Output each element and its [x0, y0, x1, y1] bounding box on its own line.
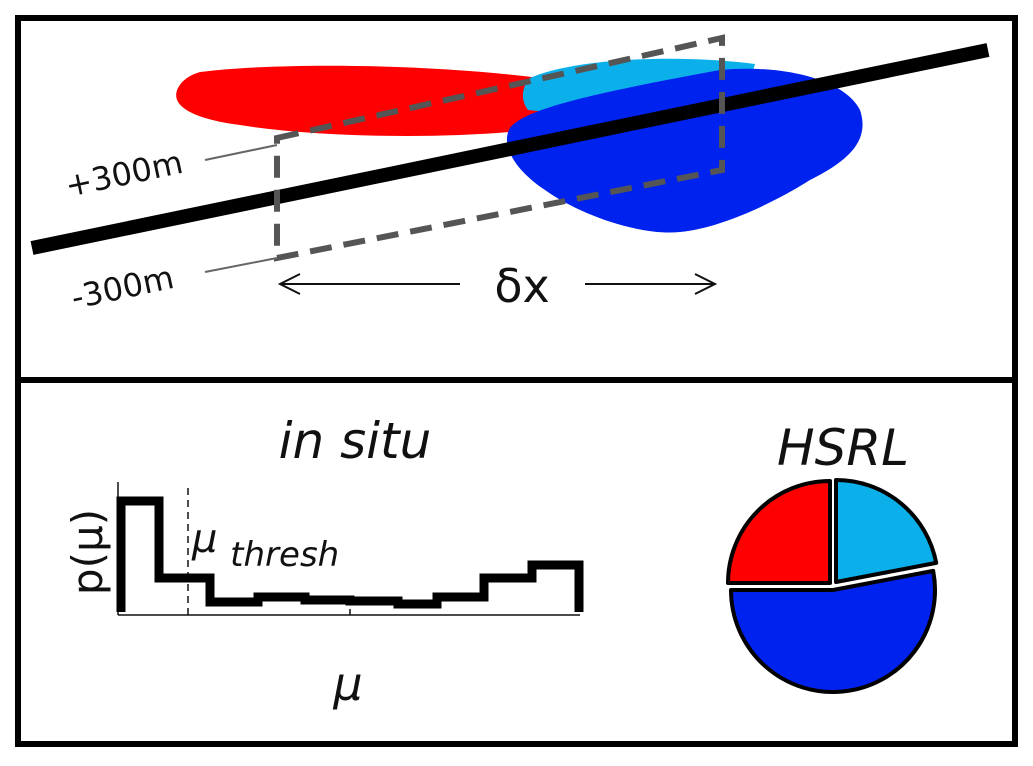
thick-diagonal-line	[30, 43, 990, 255]
top-panel: +300m -300m δx	[30, 34, 990, 317]
blue-region	[506, 68, 863, 233]
lower-leader-line	[204, 257, 278, 273]
threshold-subscript: thresh	[230, 535, 339, 575]
hsrl-title: HSRL	[777, 419, 909, 477]
in-situ-title: in situ	[279, 412, 432, 470]
pie-slice	[729, 568, 937, 694]
pie-slice	[834, 478, 939, 584]
hsrl-pie-chart	[726, 478, 939, 694]
histogram: p(μ) μ μ thresh	[63, 482, 584, 711]
dashed-box	[274, 34, 725, 262]
histogram-y-label: p(μ)	[63, 509, 112, 595]
red-region	[176, 65, 545, 136]
bottom-panel-frame	[15, 377, 1018, 747]
upper-leader-line	[204, 144, 278, 161]
lower-height-label: -300m	[68, 258, 177, 317]
width-arrow	[277, 273, 718, 295]
panel-frames	[15, 15, 1018, 747]
width-label: δx	[494, 259, 549, 313]
histogram-x-label: μ	[332, 657, 362, 711]
bottom-panel: in situ HSRL p(μ) μ μ thresh	[63, 412, 939, 711]
upper-height-label: +300m	[62, 143, 186, 205]
threshold-symbol: μ	[191, 516, 217, 562]
histogram-steps	[116, 496, 584, 612]
pie-slice	[726, 479, 832, 585]
threshold-label: μ thresh	[191, 516, 339, 575]
